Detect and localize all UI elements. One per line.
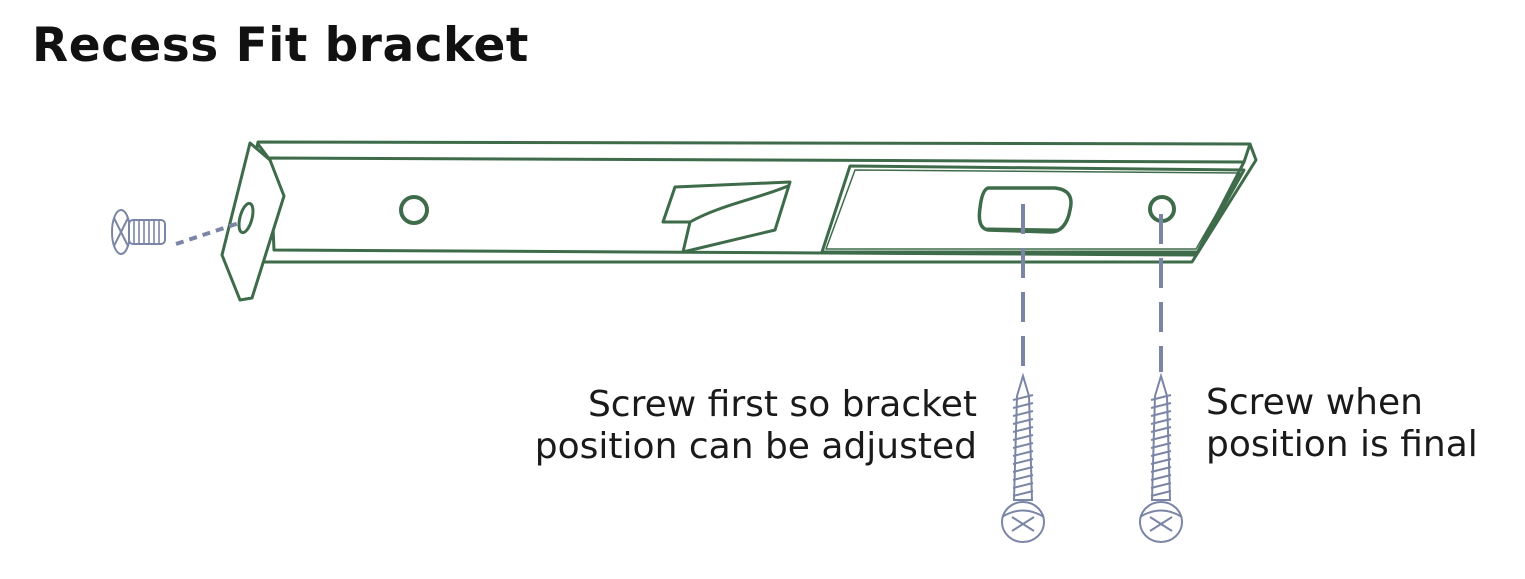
caption-final-screw: Screw when position is final <box>1206 382 1478 466</box>
machine-screw-icon <box>111 209 243 255</box>
recess-fit-bracket <box>220 140 1258 302</box>
flange-screw-hole <box>237 201 255 235</box>
bracket-clip-tab <box>661 180 792 254</box>
caption-line: position can be adjusted <box>534 426 977 467</box>
mounting-hole-left <box>399 195 429 225</box>
caption-line: position is final <box>1206 424 1478 465</box>
bracket-slide-plate <box>820 164 1246 254</box>
adjustment-slot <box>977 186 1073 234</box>
caption-line: Screw when <box>1206 382 1423 423</box>
wood-screw-icon <box>1139 372 1183 543</box>
wood-screw-icon <box>1001 372 1045 543</box>
machine-screw-guide-line <box>175 220 243 246</box>
page-title: Recess Fit bracket <box>32 18 529 73</box>
caption-adjustable-screw: Screw first so bracket position can be a… <box>535 384 977 468</box>
caption-line: Screw first so bracket <box>587 384 977 425</box>
